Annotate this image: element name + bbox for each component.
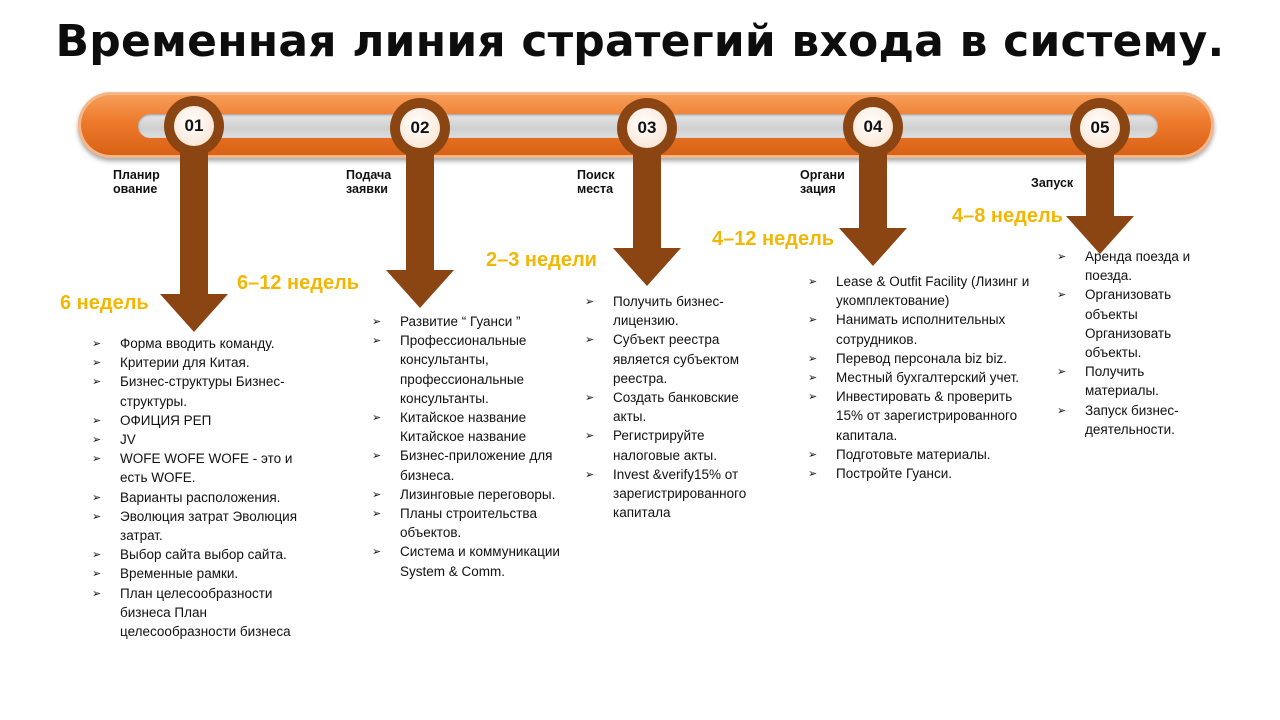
list-item: Получить материалы. — [1057, 362, 1217, 400]
stage-2-number: 02 — [400, 108, 440, 148]
page-title: Временная линия стратегий входа в систем… — [55, 16, 1225, 67]
list-item: Система и коммуникации System & Comm. — [372, 542, 562, 580]
stage-3-task-list: Получить бизнес-лицензию. Субъект реестр… — [585, 292, 770, 522]
stage-1-phase-label: Планир ование — [113, 168, 160, 196]
stage-4-duration: 4–12 недель — [712, 228, 835, 250]
stage-5-number: 05 — [1080, 108, 1120, 148]
stage-2-task-list: Развитие “ Гуанси ” Профессиональные кон… — [372, 312, 562, 581]
list-item: Эволюция затрат Эволюция затрат. — [92, 507, 322, 545]
stage-2-marker: 02 — [390, 98, 450, 158]
stage-2-arrow-head — [386, 270, 454, 308]
stage-4-arrow-shaft — [859, 150, 887, 240]
stage-4-marker: 04 — [843, 97, 903, 157]
stage-5-phase-label: Запуск — [1031, 176, 1074, 190]
list-item: Субъект реестра является субъектом реест… — [585, 330, 770, 388]
stage-3-arrow-head — [613, 248, 681, 286]
list-item: Invest &verify15% от зарегистрированного… — [585, 465, 770, 523]
list-item: Временные рамки. — [92, 564, 322, 583]
stage-1-number: 01 — [174, 106, 214, 146]
list-item: Китайское название Китайское название — [372, 408, 562, 446]
list-item: Аренда поезда и поезда. — [1057, 247, 1217, 285]
stage-3-number: 03 — [627, 108, 667, 148]
list-item: ОФИЦИЯ РЕП — [92, 411, 322, 430]
list-item: Лизинговые переговоры. — [372, 485, 562, 504]
stage-2-duration: 6–12 недель — [237, 272, 360, 294]
stage-1-arrow-shaft — [180, 150, 208, 296]
list-item: Местный бухгалтерский учет. — [808, 368, 1040, 387]
stage-4-task-list: Lease & Outfit Facility (Лизинг и укомпл… — [808, 272, 1040, 483]
stage-4-arrow-head — [839, 228, 907, 266]
stage-1-arrow-head — [160, 294, 228, 332]
stage-3-marker: 03 — [617, 98, 677, 158]
list-item: Критерии для Китая. — [92, 353, 322, 372]
list-item: План целесообразности бизнеса План целес… — [92, 584, 322, 642]
stage-3-phase-label: Поиск места — [577, 168, 615, 196]
list-item: Подготовьте материалы. — [808, 445, 1040, 464]
list-item: Выбор сайта выбор сайта. — [92, 545, 322, 564]
list-item: WOFE WOFE WOFE - это и есть WOFE. — [92, 449, 322, 487]
list-item: Постройте Гуанси. — [808, 464, 1040, 483]
list-item: Перевод персонала biz biz. — [808, 349, 1040, 368]
list-item: Планы строительства объектов. — [372, 504, 562, 542]
stage-5-arrow-shaft — [1086, 150, 1114, 220]
list-item: Профессиональные консультанты, профессио… — [372, 331, 562, 408]
stage-2-arrow-shaft — [406, 150, 434, 272]
list-item: Запуск бизнес-деятельности. — [1057, 401, 1217, 439]
list-item: Инвестировать & проверить 15% от зарегис… — [808, 387, 1040, 445]
stage-1-marker: 01 — [164, 96, 224, 156]
stage-1-task-list: Форма вводить команду. Критерии для Кита… — [92, 334, 322, 641]
list-item: Развитие “ Гуанси ” — [372, 312, 562, 331]
list-item: Бизнес-структуры Бизнес-структуры. — [92, 372, 322, 410]
stage-3-arrow-shaft — [633, 150, 661, 260]
stage-4-number: 04 — [853, 107, 893, 147]
stage-2-phase-label: Подача заявки — [346, 168, 392, 196]
stage-5-task-list: Аренда поезда и поезда. Организовать объ… — [1057, 247, 1217, 439]
stage-5-duration: 4–8 недель — [952, 205, 1063, 227]
list-item: JV — [92, 430, 322, 449]
list-item: Lease & Outfit Facility (Лизинг и укомпл… — [808, 272, 1040, 310]
list-item: Бизнес-приложение для бизнеса. — [372, 446, 562, 484]
stage-5-marker: 05 — [1070, 98, 1130, 158]
list-item: Организовать объекты Организовать объект… — [1057, 285, 1217, 362]
stage-1-duration: 6 недель — [60, 292, 149, 314]
stage-3-duration: 2–3 недели — [486, 249, 597, 271]
list-item: Создать банковские акты. — [585, 388, 770, 426]
stage-4-phase-label: Органи зация — [800, 168, 845, 196]
list-item: Получить бизнес-лицензию. — [585, 292, 770, 330]
list-item: Регистрируйте налоговые акты. — [585, 426, 770, 464]
list-item: Варианты расположения. — [92, 488, 322, 507]
list-item: Нанимать исполнительных сотрудников. — [808, 310, 1040, 348]
list-item: Форма вводить команду. — [92, 334, 322, 353]
